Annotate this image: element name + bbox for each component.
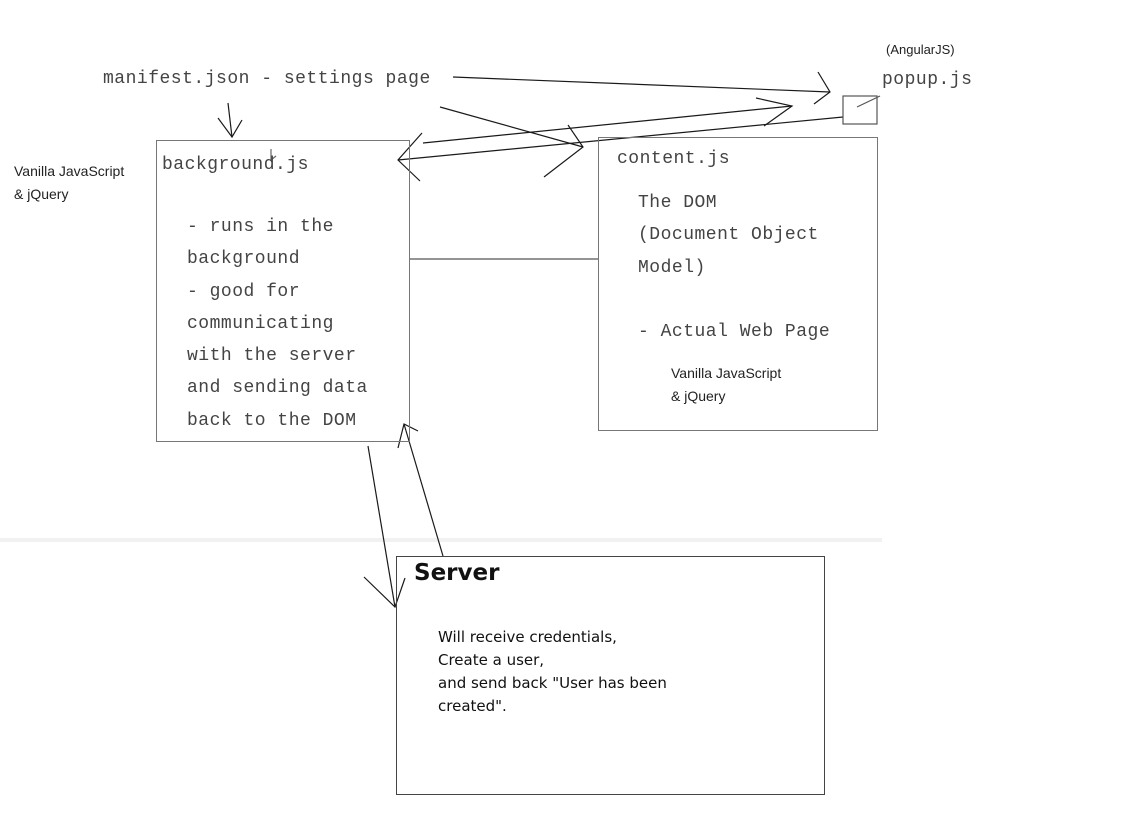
popup-label: popup.js [882, 70, 973, 90]
background-tech-line-2: & jQuery [14, 186, 69, 202]
background-description: - runs in the background - good for comm… [187, 211, 368, 437]
content-tech-line-2: & jQuery [671, 388, 726, 404]
content-line-4 [638, 284, 830, 316]
background-tech-label: Vanilla JavaScript & jQuery [14, 160, 124, 206]
arrow-manifest-to-content [439, 106, 584, 148]
server-line-2: Create a user, [438, 651, 545, 669]
cursor-mark [270, 149, 277, 162]
arrow-popup-to-background [397, 116, 844, 161]
background-line-6: and sending data [187, 378, 368, 399]
background-line-5: with the server [187, 346, 357, 367]
arrowhead-manifest-to-content [543, 124, 584, 178]
server-title: Server [414, 560, 500, 586]
server-description: Will receive credentials, Create a user,… [438, 626, 667, 718]
arrowhead-manifest-to-background [217, 117, 243, 139]
arrow-manifest-to-popup [452, 76, 831, 93]
server-line-1: Will receive credentials, [438, 628, 617, 646]
content-description: The DOM (Document Object Model) - Actual… [638, 187, 830, 348]
content-line-2: (Document Object [638, 225, 819, 246]
content-tech-line-1: Vanilla JavaScript [671, 365, 782, 381]
background-box [156, 140, 410, 442]
arrowhead-background-to-server [363, 576, 406, 609]
arrow-manifest-to-background [227, 102, 233, 138]
popup-pointer-line [856, 95, 881, 108]
server-line-3: and send back "User has been [438, 674, 667, 692]
background-line-7: back to the DOM [187, 410, 357, 431]
background-title: background.js [162, 155, 309, 175]
popup-square [842, 95, 878, 125]
arrowhead-background-to-popup [755, 97, 794, 127]
background-line-1: - runs in the [187, 217, 334, 237]
arrow-background-to-popup [422, 105, 793, 144]
arrowhead-popup-to-background [397, 132, 423, 182]
manifest-label: manifest.json - settings page [103, 69, 431, 89]
content-line-3: Model) [638, 257, 706, 278]
background-line-2: background [187, 249, 301, 270]
recording-shade-edge [0, 538, 882, 542]
background-tech-line-1: Vanilla JavaScript [14, 163, 125, 179]
server-line-4: created". [438, 697, 507, 715]
arrow-background-to-server [367, 445, 396, 608]
popup-framework-label: (AngularJS) [886, 42, 955, 57]
content-tech-label: Vanilla JavaScript & jQuery [671, 362, 781, 408]
content-title: content.js [617, 149, 731, 169]
content-box [598, 137, 878, 431]
arrowhead-manifest-to-popup [813, 71, 831, 105]
background-line-4: communicating [187, 313, 334, 334]
content-line-1: The DOM [638, 193, 718, 213]
content-line-5: - Actual Web Page [638, 322, 831, 343]
arrow-server-to-background [403, 423, 444, 557]
server-box [396, 556, 825, 795]
arrowhead-server-to-background [397, 423, 419, 449]
background-line-3: - good for [187, 281, 301, 302]
